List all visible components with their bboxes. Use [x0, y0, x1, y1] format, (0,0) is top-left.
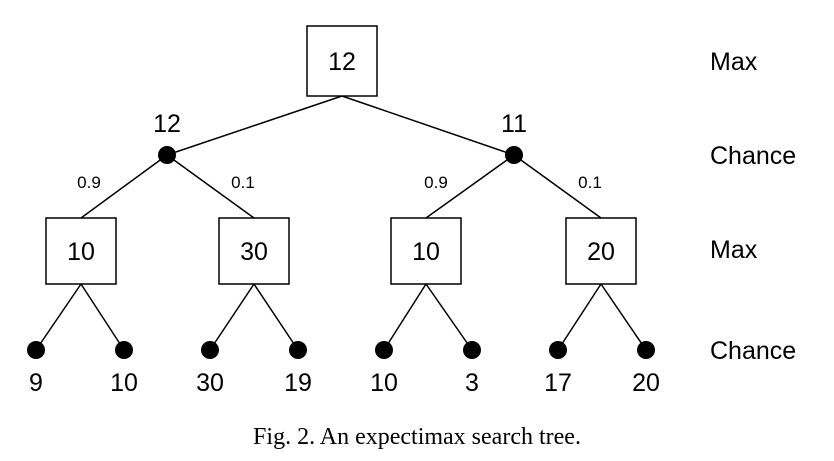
figure-caption: Fig. 2. An expectimax search tree.	[253, 424, 581, 450]
edge-chance-max-1	[166, 154, 255, 219]
edge-max-leaf-7	[600, 283, 647, 351]
edge-chance-max-2	[425, 154, 515, 219]
leaf-chance-node-3	[289, 341, 307, 359]
leaf-value-2: 30	[196, 369, 224, 397]
max-node-2	[390, 217, 462, 285]
edge-max-leaf-2	[209, 283, 255, 351]
edge-chance-max-3	[513, 154, 602, 219]
leaf-chance-node-1	[115, 341, 133, 359]
edge-max-leaf-3	[253, 283, 299, 351]
leaf-value-6: 17	[544, 369, 572, 397]
max-node-1	[218, 217, 290, 285]
leaf-value-0: 9	[29, 369, 43, 397]
leaf-chance-node-6	[549, 341, 567, 359]
edge-probability-2: 0.9	[424, 173, 448, 192]
tree-labels: 12 12 11 0.9 0.1 0.9 0.1 10 30 10 20 9 10 30 19 10 3 17 20	[29, 48, 660, 397]
edge-root-chance-0	[166, 95, 343, 156]
max-node-0	[45, 217, 117, 285]
edge-probability-1: 0.1	[231, 173, 255, 192]
chance-node-1	[505, 146, 523, 164]
level-label-max-root: Max	[710, 48, 758, 76]
tree-edges	[35, 95, 647, 351]
edge-max-leaf-4	[383, 283, 427, 351]
edge-max-leaf-5	[425, 283, 473, 351]
chance-node-value-1: 11	[501, 110, 527, 138]
edge-max-leaf-1	[80, 283, 125, 351]
edge-chance-max-0	[80, 154, 168, 219]
leaf-value-4: 10	[370, 369, 398, 397]
leaf-value-7: 20	[632, 369, 660, 397]
leaf-chance-node-7	[637, 341, 655, 359]
edge-max-leaf-0	[35, 283, 82, 351]
max-node-3	[565, 217, 637, 285]
leaf-value-3: 19	[284, 369, 312, 397]
leaf-chance-node-4	[375, 341, 393, 359]
level-label-chance-upper: Chance	[710, 142, 796, 170]
max-node-value-3: 20	[587, 238, 615, 266]
edge-root-chance-1	[341, 95, 515, 156]
edge-probability-3: 0.1	[578, 173, 602, 192]
max-node-value-1: 30	[240, 238, 268, 266]
level-label-max-lower: Max	[710, 236, 758, 264]
max-node-value-0: 10	[67, 238, 95, 266]
leaf-chance-node-0	[27, 341, 45, 359]
level-label-chance-leaves: Chance	[710, 337, 796, 365]
leaf-value-5: 3	[465, 369, 479, 397]
leaf-chance-node-5	[463, 341, 481, 359]
edge-max-leaf-6	[557, 283, 602, 351]
root-max-node	[306, 25, 378, 97]
max-node-value-2: 10	[412, 238, 440, 266]
chance-node-0	[158, 146, 176, 164]
leaf-value-1: 10	[110, 369, 138, 397]
root-max-value: 12	[328, 48, 356, 76]
edge-probability-0: 0.9	[77, 173, 101, 192]
chance-node-value-0: 12	[153, 110, 181, 138]
tree-nodes	[27, 25, 655, 359]
leaf-chance-node-2	[201, 341, 219, 359]
